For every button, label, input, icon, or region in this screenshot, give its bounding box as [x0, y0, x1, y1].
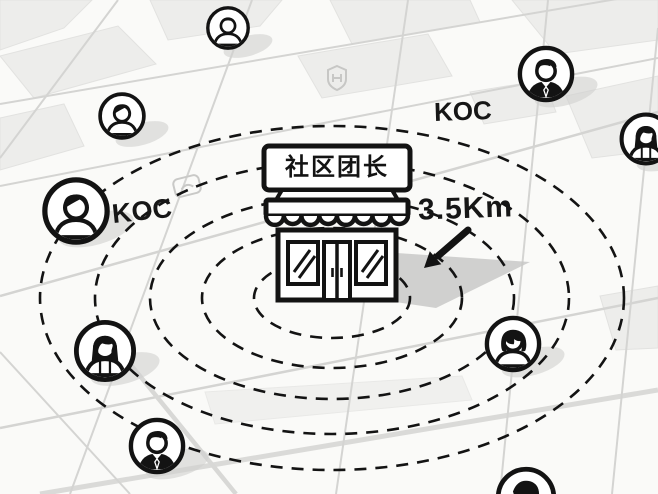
avatar-woman-long [71, 317, 139, 385]
label-distance: 3.5Km [417, 190, 514, 227]
avatar-woman-bob [482, 313, 544, 375]
avatar-person-dark [493, 464, 559, 494]
storefront-icon [261, 143, 413, 303]
avatar-person-swoop [39, 174, 113, 248]
label-koc-left: KOC [110, 192, 174, 230]
map-marker-icon [172, 174, 202, 198]
avatar-man-suit [126, 415, 188, 477]
store-shadow [382, 252, 530, 308]
store-sign-label: 社区团长 [285, 154, 389, 181]
label-koc-right: KOC [433, 95, 493, 127]
avatar-person-swoop [96, 90, 148, 142]
hospital-shield-icon [327, 64, 347, 92]
distance-arrow-icon [424, 226, 472, 268]
avatar-woman-long [617, 110, 658, 168]
store-illustration [252, 142, 422, 304]
avatar-person [204, 4, 252, 52]
avatar-man-suit [515, 43, 577, 105]
